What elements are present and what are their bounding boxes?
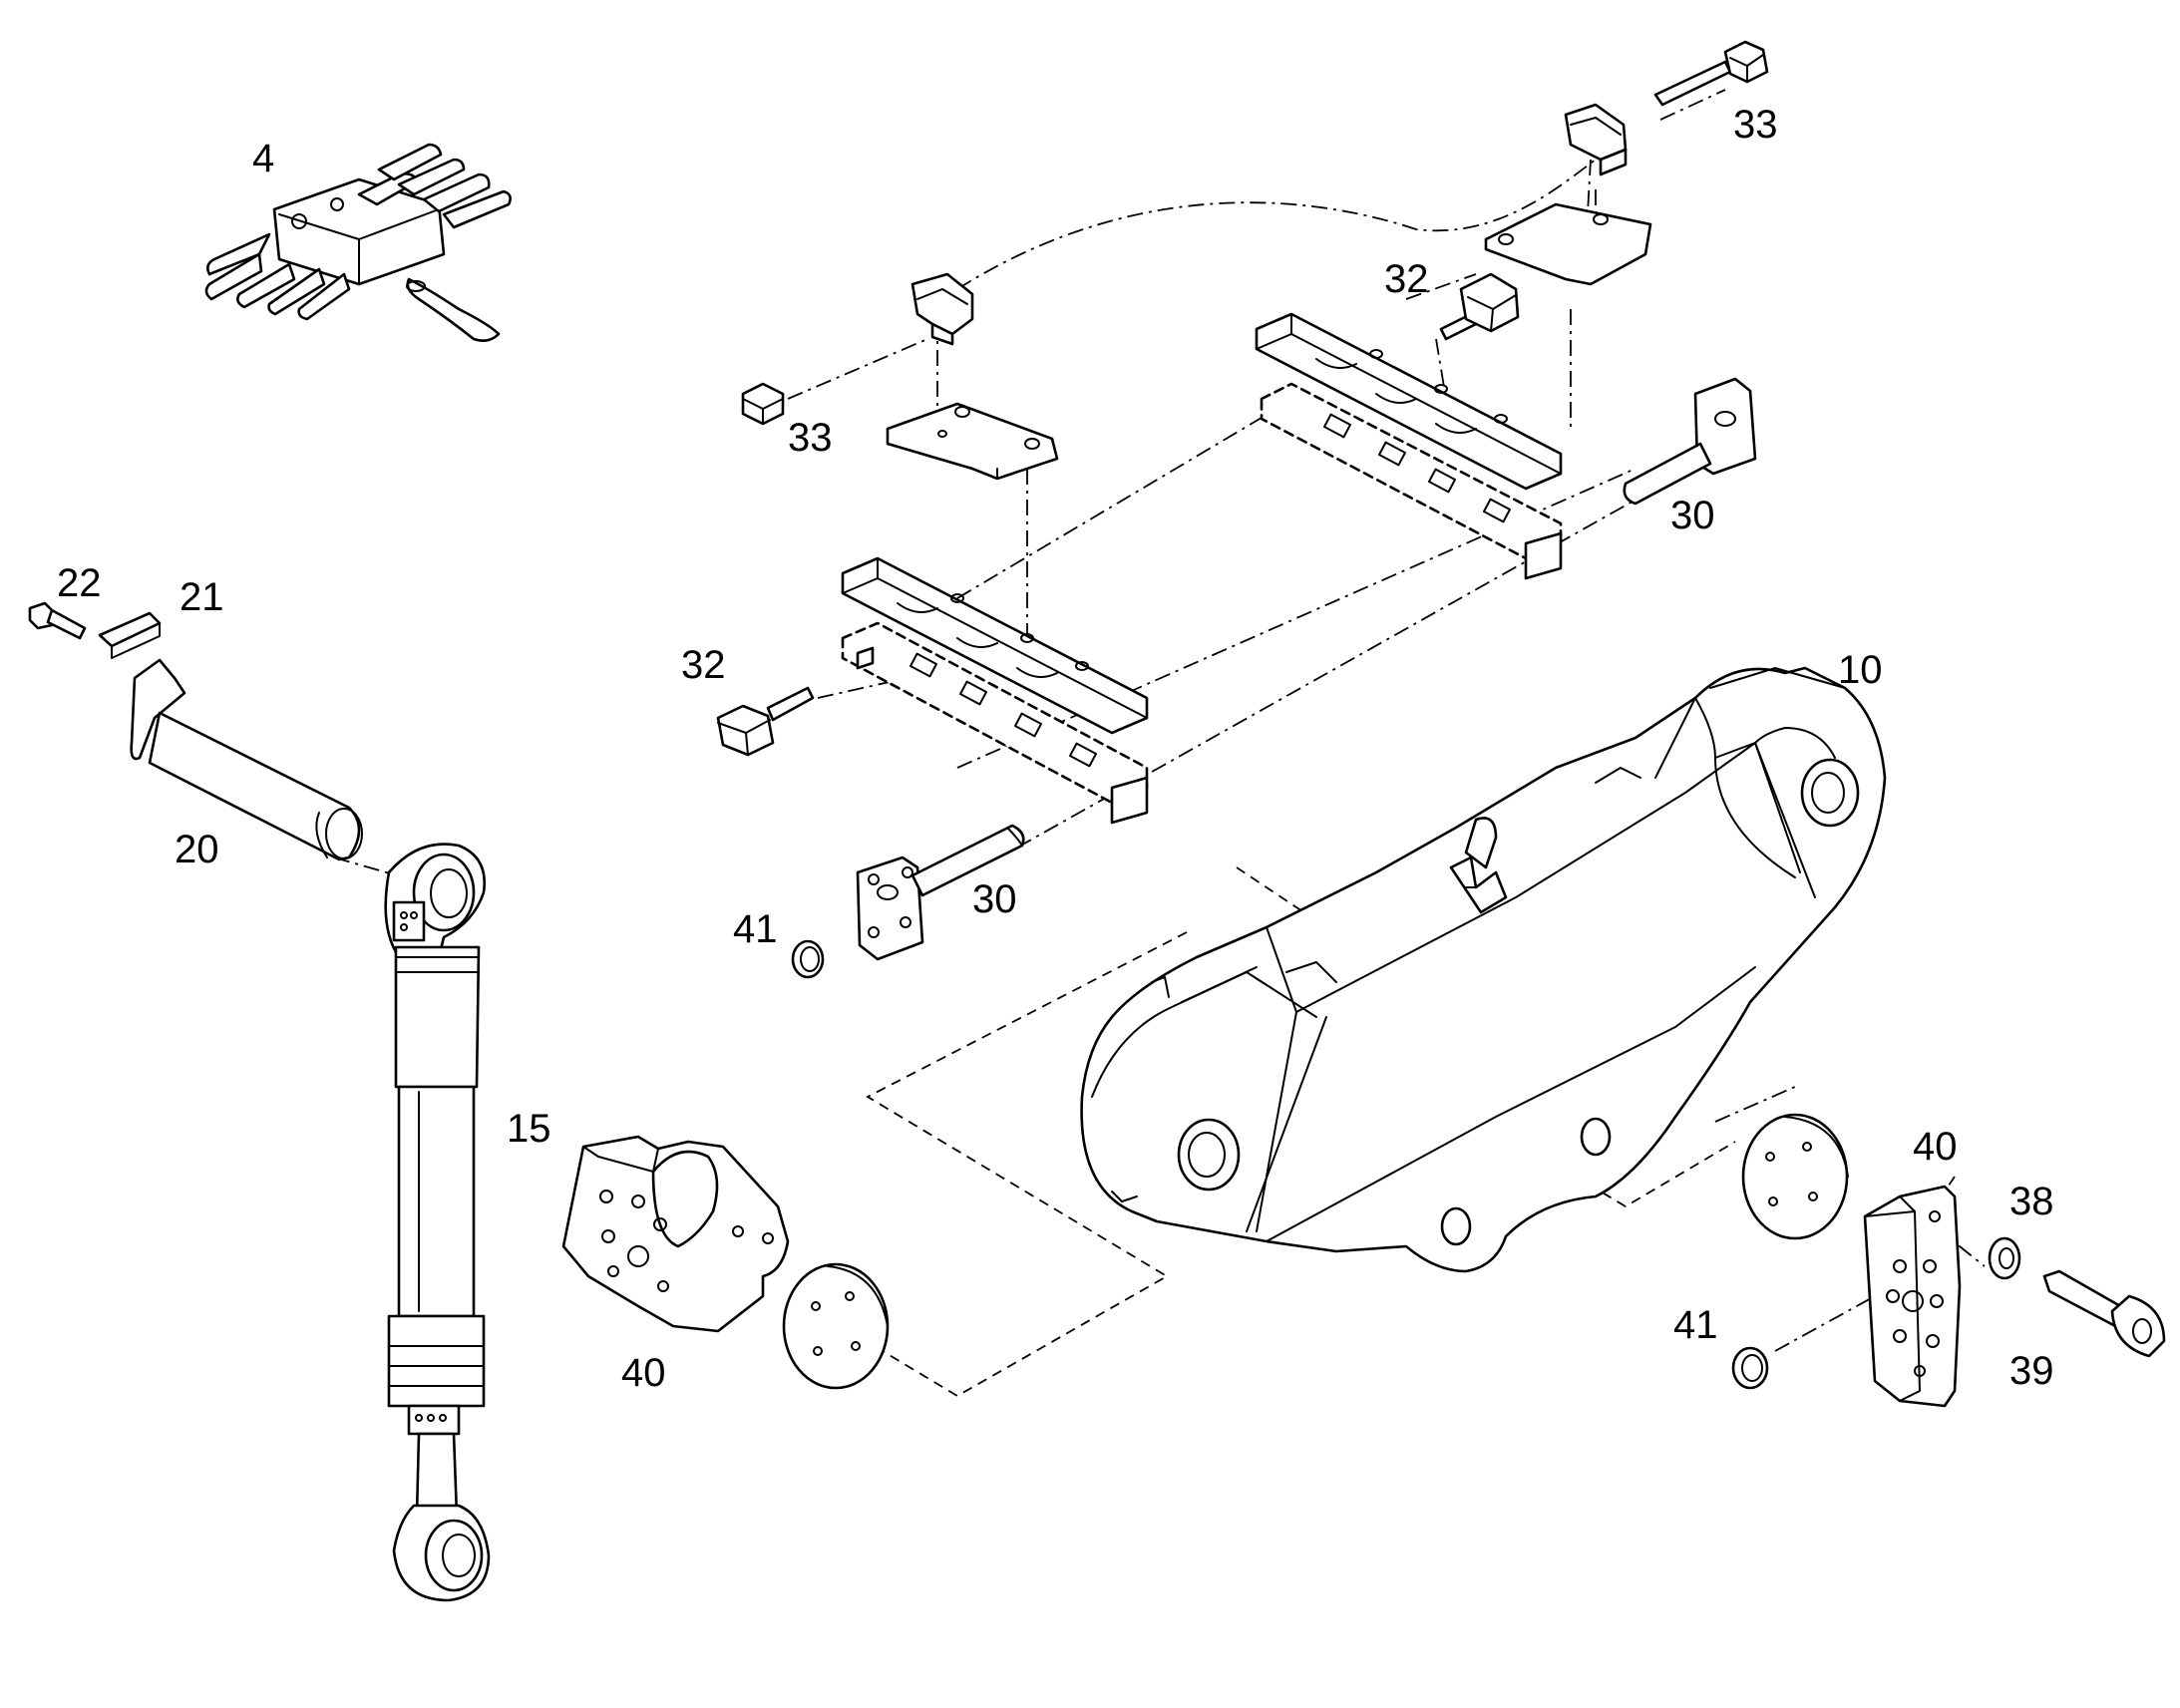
callout-washer: 38 xyxy=(2009,1180,2054,1223)
clamp-plate-top xyxy=(886,402,1059,481)
screw xyxy=(28,601,87,640)
disc-right xyxy=(1741,1113,1849,1240)
pin-cylinder xyxy=(130,658,363,861)
bracket-left xyxy=(561,1135,790,1333)
washer xyxy=(1988,1236,2021,1280)
callout-manifold: 4 xyxy=(252,137,274,180)
callout-bracket-left: 40 xyxy=(621,1351,666,1395)
nut-left xyxy=(741,382,785,426)
callout-lock-plate: 21 xyxy=(180,575,224,619)
seal-right xyxy=(1731,1346,1769,1390)
callout-bracket-right: 40 xyxy=(1913,1125,1958,1169)
boom xyxy=(1080,666,1887,1273)
callout-bolt-top-right: 33 xyxy=(1733,103,1778,147)
pin-right xyxy=(1623,377,1757,506)
callout-seal-right: 41 xyxy=(1673,1303,1718,1347)
callout-pin-right: 30 xyxy=(1670,494,1715,537)
callout-bolt-bracket: 39 xyxy=(2009,1349,2054,1393)
bolt-bracket xyxy=(2042,1269,2166,1358)
seal-left xyxy=(791,939,825,979)
clamp-cap-right xyxy=(1564,103,1628,176)
pin-left xyxy=(856,824,1025,961)
callout-screw: 22 xyxy=(57,561,102,605)
clamp-plate-top-right xyxy=(1484,202,1652,286)
callout-pin-cylinder: 20 xyxy=(175,828,219,871)
callout-boom: 10 xyxy=(1838,648,1883,692)
hydraulic-cylinder xyxy=(384,843,491,1602)
clamp-bar-lower-left xyxy=(841,621,1149,825)
disc-left xyxy=(782,1262,890,1390)
callout-nut-left: 33 xyxy=(788,416,833,460)
callout-bolt-mid-right: 32 xyxy=(1384,257,1429,301)
lock-plate xyxy=(98,611,162,659)
clamp-bar-lower-right xyxy=(1260,382,1563,580)
callout-cylinder: 15 xyxy=(507,1107,551,1151)
clamp-bar-upper-left xyxy=(841,556,1149,735)
bolt-top-right xyxy=(1653,40,1769,107)
clamp-cap-left xyxy=(910,272,974,346)
bolt-mid-right xyxy=(1439,272,1520,341)
callouts: 4 33 33 32 32 30 30 22 21 20 10 41 15 40… xyxy=(57,103,2054,1395)
clamp-bar-upper-right xyxy=(1255,312,1563,491)
callout-seal-left: 41 xyxy=(733,907,778,951)
callout-nut-mid-left: 32 xyxy=(681,643,726,687)
bolt-mid-left xyxy=(716,686,815,757)
callout-pin-left: 30 xyxy=(972,877,1017,921)
bracket-right xyxy=(1863,1185,1962,1408)
manifold-block xyxy=(204,143,512,342)
